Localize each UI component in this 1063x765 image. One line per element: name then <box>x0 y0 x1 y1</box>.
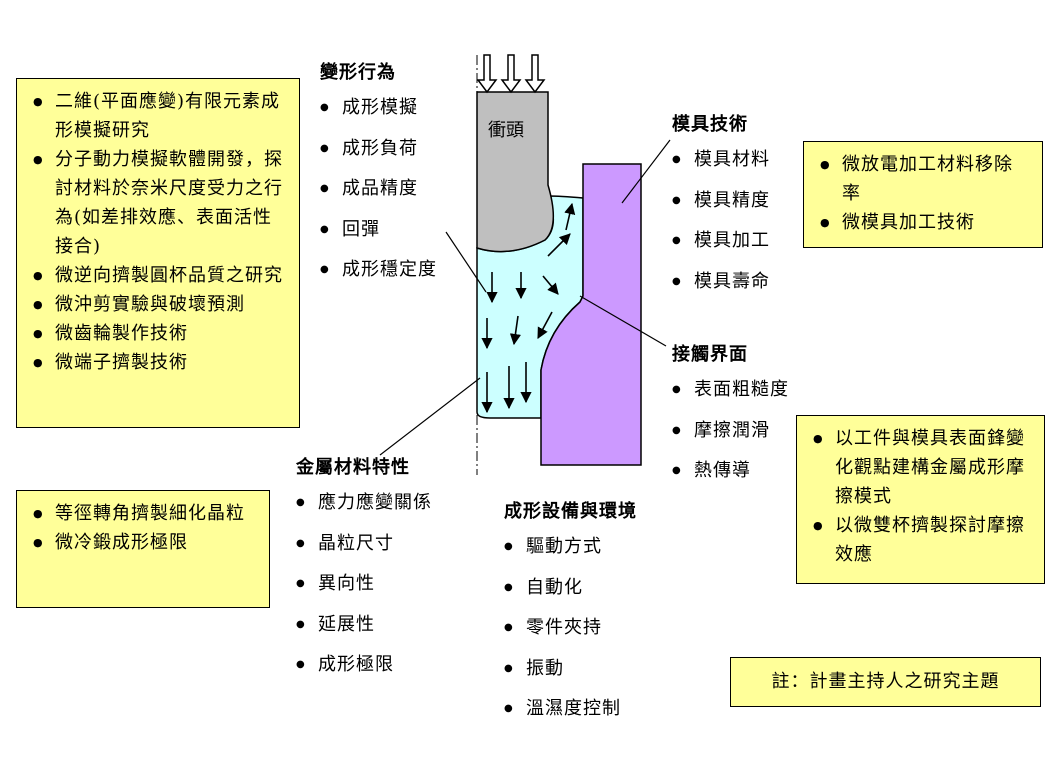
group-heading: 金屬材料特性 <box>296 457 410 478</box>
list-item: 成形穩定度 <box>320 250 437 291</box>
group-die-technology: 模具技術 模具材料 模具精度 模具加工 模具壽命 <box>672 110 770 302</box>
list-item: 摩擦潤滑 <box>672 411 789 452</box>
flow-arrow-icon <box>542 275 559 295</box>
flow-arrow-icon <box>537 311 553 339</box>
list-item: 微冷鍛成形極限 <box>31 528 257 557</box>
list-item: 成形極限 <box>296 645 432 686</box>
list-item: 微沖剪實驗與破壞預測 <box>31 290 287 319</box>
die <box>540 163 642 466</box>
list-item: 微模具加工技術 <box>818 208 1030 237</box>
group-heading: 成形設備與環境 <box>504 501 637 522</box>
group-heading: 接觸界面 <box>672 344 748 365</box>
list-item: 振動 <box>504 649 637 690</box>
list-item: 微逆向擠製圓杯品質之研究 <box>31 261 287 290</box>
list-item: 異向性 <box>296 564 432 605</box>
research-topics-box-right-bottom: 以工件與模具表面鋒變化觀點建構金屬成形摩擦模式 以微雙杯擠製探討摩擦效應 <box>796 415 1045 584</box>
list-item: 自動化 <box>504 568 637 609</box>
leader-material <box>379 377 481 456</box>
list-item: 溫濕度控制 <box>504 689 637 730</box>
group-material-properties: 金屬材料特性 應力應變關係 晶粒尺寸 異向性 延展性 成形極限 <box>296 453 432 686</box>
list-item: 微端子擠製技術 <box>31 348 287 377</box>
list-item: 成形模擬 <box>320 88 437 129</box>
list-item: 應力應變關係 <box>296 483 432 524</box>
list-item: 模具加工 <box>672 221 770 262</box>
list-item: 零件夾持 <box>504 608 637 649</box>
list-item: 分子動力模擬軟體開發，探討材料於奈米尺度受力之行為(如差排效應、表面活性接合) <box>31 145 287 261</box>
leader-lines <box>379 139 671 456</box>
group-heading: 模具技術 <box>672 114 748 135</box>
list-item: 驅動方式 <box>504 527 637 568</box>
flow-arrows <box>481 202 576 414</box>
load-arrows <box>476 54 546 94</box>
group-heading: 變形行為 <box>320 62 396 83</box>
list-item: 以工件與模具表面鋒變化觀點建構金屬成形摩擦模式 <box>811 424 1032 511</box>
list-item: 表面粗糙度 <box>672 370 789 411</box>
list-item: 熱傳導 <box>672 451 789 492</box>
leader-die <box>621 139 671 204</box>
list-item: 等徑轉角擠製細化晶粒 <box>31 499 257 528</box>
punch <box>476 91 554 253</box>
research-topics-box-left-top: 二維(平面應變)有限元素成形模擬研究 分子動力模擬軟體開發，探討材料於奈米尺度受… <box>16 78 300 428</box>
load-arrow-icon <box>476 54 498 94</box>
list-item: 延展性 <box>296 605 432 646</box>
list-item: 成品精度 <box>320 169 437 210</box>
list-item: 微齒輪製作技術 <box>31 319 287 348</box>
research-topics-box-left-bottom: 等徑轉角擠製細化晶粒 微冷鍛成形極限 <box>16 490 270 608</box>
group-equipment-environment: 成形設備與環境 驅動方式 自動化 零件夾持 振動 溫濕度控制 <box>504 497 637 730</box>
list-item: 以微雙杯擠製探討摩擦效應 <box>811 511 1032 569</box>
list-item: 模具精度 <box>672 181 770 222</box>
flow-arrow-icon <box>564 202 576 231</box>
load-arrow-icon <box>524 54 546 94</box>
list-item: 模具壽命 <box>672 262 770 303</box>
list-item: 成形負荷 <box>320 129 437 170</box>
group-contact-interface: 接觸界面 表面粗糙度 摩擦潤滑 熱傳導 <box>672 340 789 492</box>
leader-deformation <box>445 231 487 293</box>
punch-label: 衝頭 <box>488 120 524 141</box>
leader-interface <box>579 295 667 347</box>
list-item: 回彈 <box>320 210 437 251</box>
list-item: 微放電加工材料移除率 <box>818 150 1030 208</box>
flow-arrow-icon <box>547 233 571 257</box>
list-item: 二維(平面應變)有限元素成形模擬研究 <box>31 87 287 145</box>
flow-arrow-icon <box>509 315 521 346</box>
load-arrow-icon <box>500 54 522 94</box>
list-item: 晶粒尺寸 <box>296 524 432 565</box>
note-box: 註：計畫主持人之研究主題 <box>730 657 1041 707</box>
research-topics-box-right-top: 微放電加工材料移除率 微模具加工技術 <box>803 141 1043 248</box>
list-item: 模具材料 <box>672 140 770 181</box>
group-deformation: 變形行為 成形模擬 成形負荷 成品精度 回彈 成形穩定度 <box>320 58 437 291</box>
